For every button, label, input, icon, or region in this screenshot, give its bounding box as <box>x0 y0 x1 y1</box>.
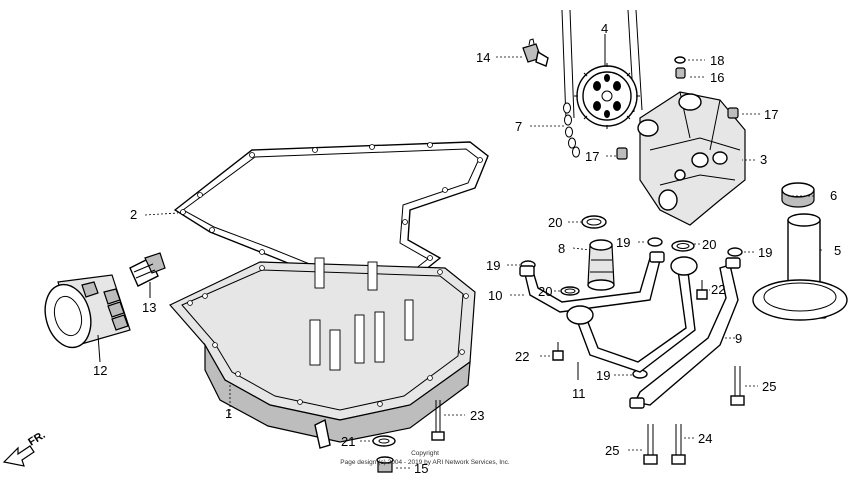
callout-15[interactable]: 15 <box>414 461 428 476</box>
callout-19-c[interactable]: 19 <box>758 245 772 260</box>
part-o-ring-20-top[interactable] <box>581 215 607 229</box>
callout-24[interactable]: 24 <box>698 431 712 446</box>
callout-3[interactable]: 3 <box>760 152 767 167</box>
part-bolt-22-left[interactable] <box>552 342 564 361</box>
callout-1[interactable]: 1 <box>225 406 232 421</box>
part-washer-19-c[interactable] <box>727 247 743 257</box>
leader-lines <box>97 34 822 469</box>
part-washer-19-b[interactable] <box>647 237 663 247</box>
callout-8[interactable]: 8 <box>558 241 565 256</box>
part-oil-pipe-10[interactable] <box>519 251 665 313</box>
part-bolt-22-right[interactable] <box>696 280 708 300</box>
callout-17-top[interactable]: 17 <box>764 107 778 122</box>
part-oil-pipe-11[interactable] <box>566 256 698 373</box>
callout-12[interactable]: 12 <box>93 363 107 378</box>
callout-4[interactable]: 4 <box>601 21 608 36</box>
part-bolt-25-right[interactable] <box>730 366 745 406</box>
part-knock-pin-17-left[interactable] <box>616 147 628 160</box>
part-stud-bolt[interactable] <box>129 252 166 287</box>
callout-22-left[interactable]: 22 <box>515 349 529 364</box>
part-bolt-25-bottom[interactable] <box>643 424 658 465</box>
part-washer-18[interactable] <box>674 56 686 64</box>
callout-numbers: 1 2 3 4 5 6 7 8 9 10 11 12 13 14 15 16 1… <box>93 21 841 476</box>
callout-9[interactable]: 9 <box>735 331 742 346</box>
callout-6[interactable]: 6 <box>830 188 837 203</box>
callout-18[interactable]: 18 <box>710 53 724 68</box>
callout-22-right[interactable]: 22 <box>711 282 725 297</box>
part-bolt-24[interactable] <box>671 424 686 465</box>
copyright-notice: Copyright Page design (c) 2004 - 2019 by… <box>340 450 510 466</box>
part-gasket[interactable] <box>173 141 489 299</box>
part-washer-21[interactable] <box>372 435 396 447</box>
part-oil-filter[interactable] <box>38 274 131 353</box>
callout-7[interactable]: 7 <box>515 119 522 134</box>
callout-19-b[interactable]: 19 <box>616 235 630 250</box>
part-drive-chain[interactable] <box>561 9 643 158</box>
part-knock-pin-17-top[interactable] <box>727 107 739 119</box>
copyright-line-2: Page design (c) 2004 - 2019 by ARI Netwo… <box>340 459 510 466</box>
callout-21[interactable]: 21 <box>341 434 355 449</box>
callout-19-d[interactable]: 19 <box>596 368 610 383</box>
part-bolt-23[interactable] <box>431 400 445 441</box>
callout-25-bottom[interactable]: 25 <box>605 443 619 458</box>
part-oil-pressure-switch[interactable] <box>522 38 549 67</box>
callout-19-a[interactable]: 19 <box>486 258 500 273</box>
callout-20-right[interactable]: 20 <box>702 237 716 252</box>
part-oil-pump-sprocket[interactable] <box>574 63 640 129</box>
part-knock-pin-16[interactable] <box>675 67 686 79</box>
part-oil-strainer[interactable] <box>752 213 848 321</box>
part-o-ring-20-right[interactable] <box>671 240 695 252</box>
front-label: FR. <box>26 429 47 449</box>
callout-11[interactable]: 11 <box>572 386 586 401</box>
callout-16[interactable]: 16 <box>710 70 724 85</box>
part-oil-pan[interactable] <box>169 257 476 449</box>
callout-20-left[interactable]: 20 <box>538 284 552 299</box>
part-o-ring-20-left[interactable] <box>560 286 580 296</box>
callout-17-left[interactable]: 17 <box>585 149 599 164</box>
part-drain-bolt-15[interactable] <box>376 456 394 473</box>
callout-25-right[interactable]: 25 <box>762 379 776 394</box>
copyright-line-1: Copyright <box>411 450 439 457</box>
front-direction-arrow: FR. <box>2 429 48 467</box>
callout-10[interactable]: 10 <box>488 288 502 303</box>
callout-13[interactable]: 13 <box>142 300 156 315</box>
callout-23[interactable]: 23 <box>470 408 484 423</box>
part-relief-valve[interactable] <box>587 239 615 291</box>
callout-5[interactable]: 5 <box>834 243 841 258</box>
part-oil-pump[interactable] <box>637 91 746 226</box>
part-collar-6[interactable] <box>781 182 815 208</box>
callout-20-top[interactable]: 20 <box>548 215 562 230</box>
part-oil-pipe-9[interactable] <box>629 257 741 409</box>
callout-14[interactable]: 14 <box>476 50 490 65</box>
callout-2[interactable]: 2 <box>130 207 137 222</box>
